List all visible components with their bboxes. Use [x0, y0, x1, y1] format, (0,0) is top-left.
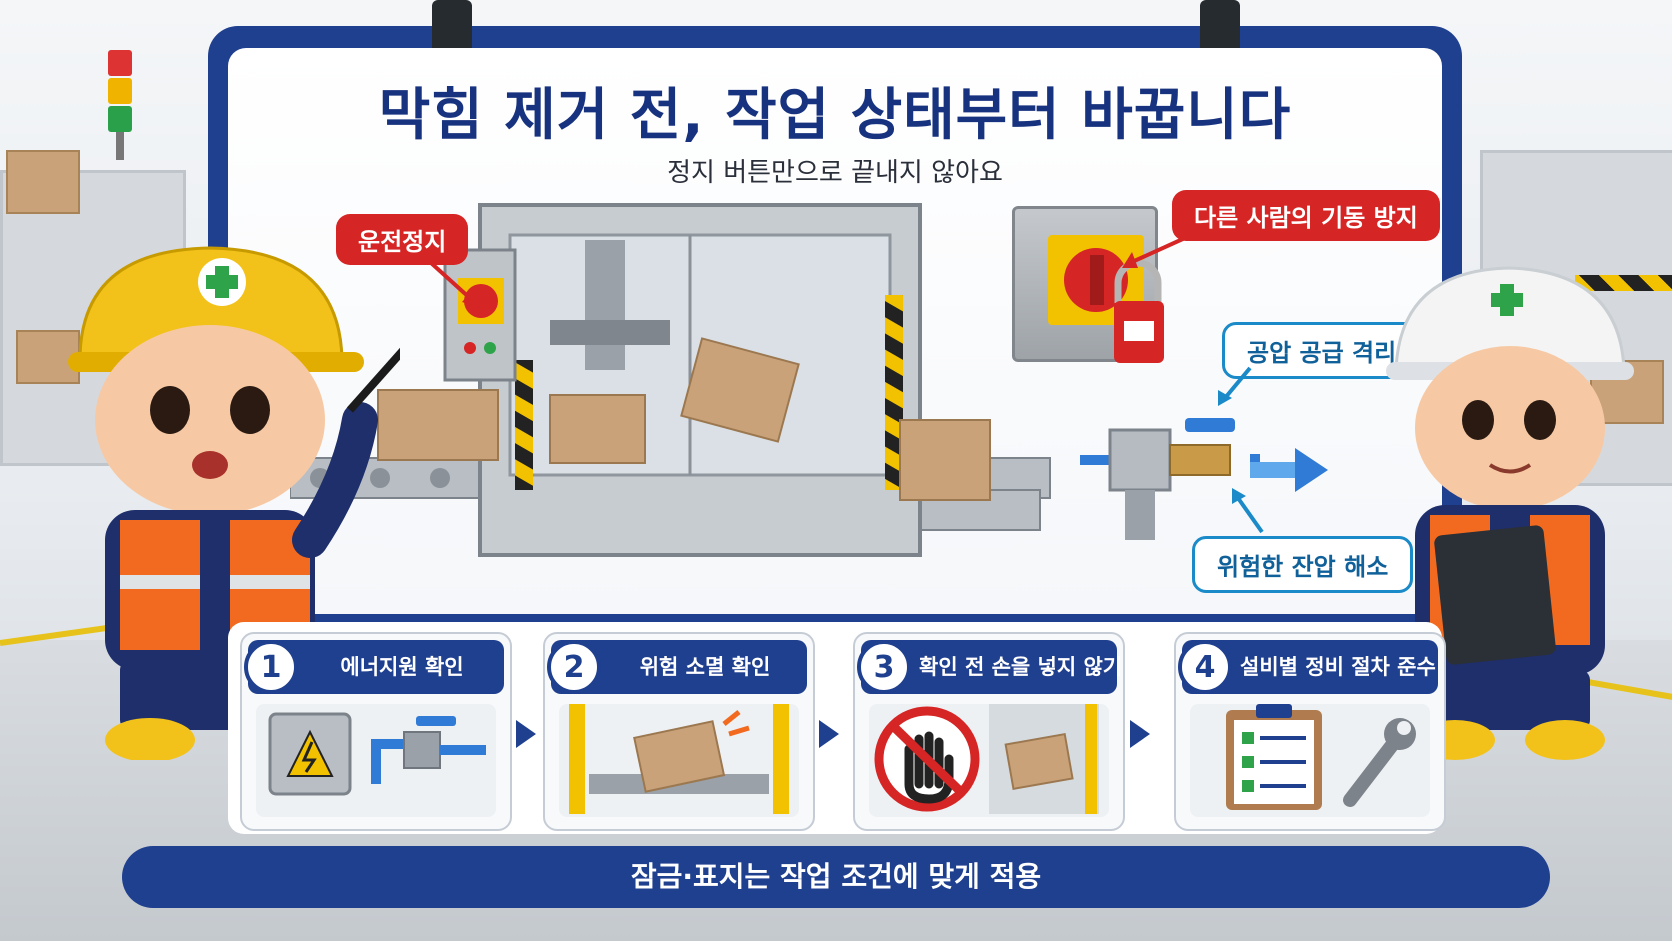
- background-box: [6, 150, 80, 214]
- step-header: 4 설비별 정비 절차 준수: [1178, 640, 1438, 694]
- step-number: 4: [1178, 640, 1232, 694]
- jammed-box-icon: [569, 704, 789, 814]
- step-illustration: [559, 704, 799, 817]
- step-label: 확인 전 손을 넣지 않기: [919, 655, 1123, 679]
- step-number: 2: [547, 640, 601, 694]
- callout-stop: 운전정지: [336, 214, 469, 265]
- arrow-right-icon: [1130, 720, 1150, 748]
- step-illustration: [256, 704, 496, 817]
- page-subtitle: 정지 버튼만으로 끝내지 않아요: [667, 158, 1003, 188]
- arrow-right-icon: [1250, 448, 1328, 492]
- no-hand-icon: [874, 706, 980, 812]
- signal-tower-icon: [108, 50, 132, 160]
- step-illustration: [1190, 704, 1430, 817]
- air-valve-icon: [1080, 418, 1260, 540]
- step-card-4: 4 설비별 정비 절차 준수: [1174, 632, 1446, 831]
- page-title: 막힘 제거 전, 작업 상태부터 바꿉니다: [378, 83, 1292, 148]
- callout-pressure-release: 위험한 잔압 해소: [1192, 536, 1414, 593]
- step-number: 1: [244, 640, 298, 694]
- callout-lockout: 다른 사람의 기동 방지: [1172, 190, 1440, 241]
- step-card-2: 2 위험 소멸 확인: [543, 632, 815, 831]
- arrow-right-icon: [516, 720, 536, 748]
- step-header: 3 확인 전 손을 넣지 않기: [857, 640, 1123, 694]
- padlock-icon: [1048, 235, 1164, 363]
- air-valve-icon: [371, 716, 486, 784]
- step-label: 설비별 정비 절차 준수: [1240, 655, 1436, 679]
- checklist-icon: [1226, 704, 1322, 810]
- electrical-box-icon: [268, 712, 352, 796]
- hazard-rail: [1575, 275, 1672, 291]
- step-illustration: [869, 704, 1109, 817]
- step-card-3: 3 확인 전 손을 넣지 않기: [853, 632, 1125, 831]
- packaging-machine-illustration: [290, 203, 1051, 557]
- step-label: 위험 소멸 확인: [639, 655, 771, 679]
- jammed-box-icon: [989, 704, 1099, 814]
- step-header: 1 에너지원 확인: [244, 640, 504, 694]
- footer-banner: [122, 846, 1550, 908]
- step-card-1: 1 에너지원 확인: [240, 632, 512, 831]
- arrow-right-icon: [819, 720, 839, 748]
- step-number: 3: [857, 640, 911, 694]
- footer-note: 잠금·표지는 작업 조건에 맞게 적용: [630, 860, 1042, 893]
- step-label: 에너지원 확인: [340, 655, 464, 679]
- worker-character-right: [1386, 266, 1634, 760]
- step-header: 2 위험 소멸 확인: [547, 640, 807, 694]
- wrench-icon: [1343, 718, 1416, 807]
